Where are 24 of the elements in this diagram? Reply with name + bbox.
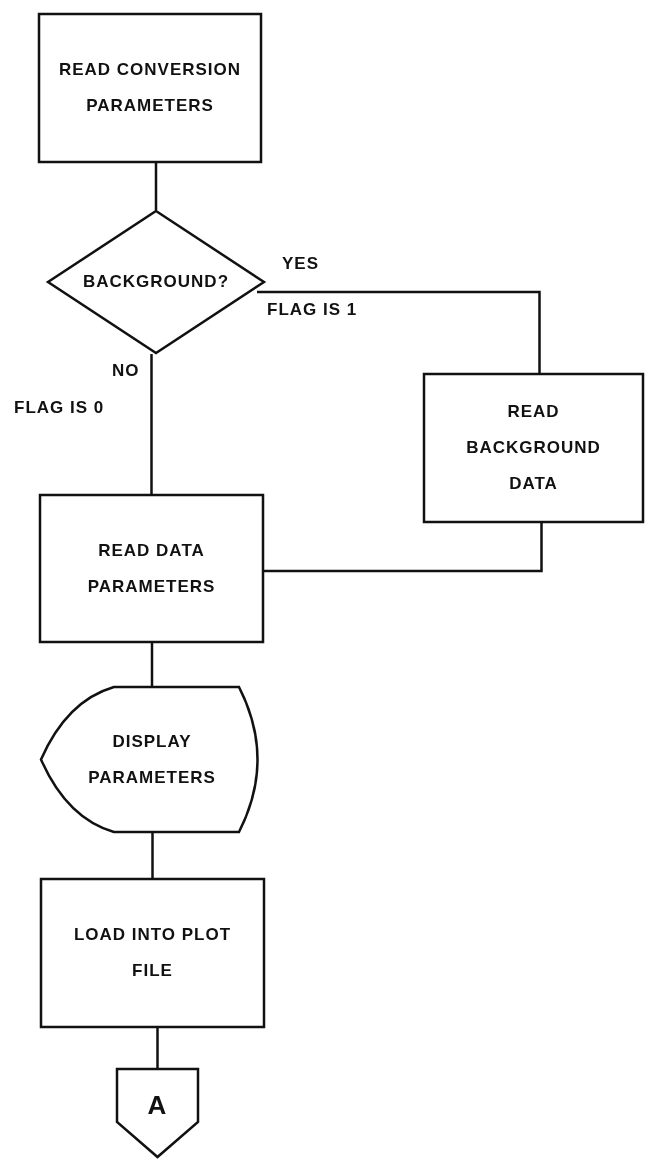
decision-diamond — [47, 210, 265, 354]
edge-label: YES — [282, 254, 320, 274]
node-label: LOAD INTO PLOT FILE — [72, 924, 233, 982]
process-box — [40, 878, 265, 1028]
connector-line — [154, 163, 158, 210]
process-box — [38, 13, 262, 163]
off-page-connector — [116, 1068, 199, 1158]
node-label: READ DATA PARAMETERS — [86, 539, 217, 598]
node-label: READ BACKGROUND DATA — [465, 401, 602, 495]
node-label: BACKGROUND? — [81, 271, 230, 293]
connector-line — [156, 1028, 159, 1068]
node-label: READ CONVERSION PARAMETERS — [57, 59, 243, 117]
process-box — [39, 494, 264, 643]
node-label: DISPLAY PARAMETERS — [87, 730, 217, 789]
edge-label: NO — [112, 361, 140, 381]
flag-note: FLAG IS 1 — [267, 300, 358, 320]
connector-line — [150, 354, 153, 494]
process-box — [423, 373, 644, 523]
flag-note: FLAG IS 0 — [14, 398, 105, 418]
connector-line — [150, 643, 154, 686]
connector-line — [264, 523, 543, 573]
connector-line — [257, 290, 541, 373]
node-label: A — [146, 1089, 169, 1122]
connector-line — [151, 833, 154, 878]
